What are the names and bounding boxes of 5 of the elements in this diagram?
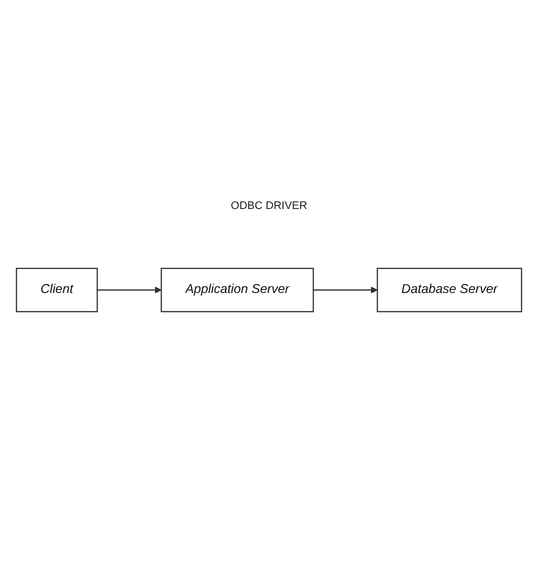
arrow (313, 286, 378, 294)
note-text: ODBC DRIVER (230, 200, 308, 212)
arrow (97, 286, 162, 294)
node-box: Database Server (376, 268, 522, 313)
node-box: Client (16, 268, 98, 313)
